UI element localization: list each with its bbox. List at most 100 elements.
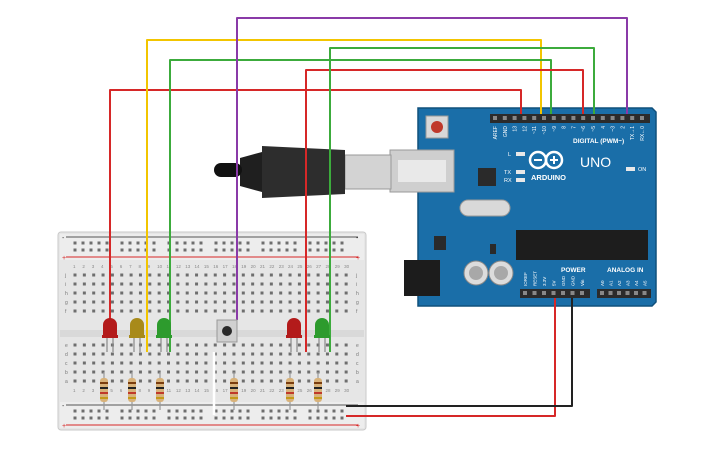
breadboard-hole[interactable] <box>195 352 199 356</box>
rail-hole[interactable] <box>81 409 85 413</box>
analog-pin[interactable] <box>634 291 638 295</box>
rail-hole[interactable] <box>261 409 265 413</box>
breadboard-hole[interactable] <box>129 370 133 374</box>
rail-hole[interactable] <box>293 241 297 245</box>
breadboard-hole[interactable] <box>92 370 96 374</box>
breadboard-hole[interactable] <box>92 300 96 304</box>
digital-pin[interactable] <box>571 116 576 120</box>
breadboard-hole[interactable] <box>269 361 273 365</box>
rail-hole[interactable] <box>316 409 320 413</box>
breadboard-hole[interactable] <box>279 352 283 356</box>
breadboard-hole[interactable] <box>335 361 339 365</box>
breadboard-hole[interactable] <box>232 352 236 356</box>
breadboard-hole[interactable] <box>223 361 227 365</box>
breadboard-hole[interactable] <box>269 343 273 347</box>
rail-hole[interactable] <box>238 241 242 245</box>
breadboard-hole[interactable] <box>223 291 227 295</box>
rail-hole[interactable] <box>89 409 93 413</box>
breadboard-hole[interactable] <box>195 282 199 286</box>
breadboard-hole[interactable] <box>82 273 86 277</box>
rail-hole[interactable] <box>175 409 179 413</box>
digital-pin[interactable] <box>551 116 556 120</box>
breadboard-hole[interactable] <box>325 370 329 374</box>
arduino-uno-board[interactable]: ARDUINO UNO DIGITAL (PWM~) POWER ANALOG … <box>389 107 657 307</box>
rail-hole[interactable] <box>81 241 85 245</box>
analog-header[interactable] <box>597 289 651 298</box>
rail-hole[interactable] <box>73 416 77 420</box>
wire-black-gnd[interactable] <box>346 298 573 407</box>
rail-hole[interactable] <box>89 241 93 245</box>
breadboard-hole[interactable] <box>251 379 255 383</box>
rail-hole[interactable] <box>175 241 179 245</box>
breadboard-hole[interactable] <box>92 361 96 365</box>
breadboard-hole[interactable] <box>335 273 339 277</box>
breadboard-hole[interactable] <box>279 370 283 374</box>
breadboard-hole[interactable] <box>204 291 208 295</box>
breadboard-hole[interactable] <box>232 343 236 347</box>
breadboard-hole[interactable] <box>297 309 301 313</box>
rail-hole[interactable] <box>191 248 195 252</box>
breadboard-hole[interactable] <box>213 300 217 304</box>
digital-pin[interactable] <box>532 116 537 120</box>
breadboard-hole[interactable] <box>129 352 133 356</box>
breadboard-hole[interactable] <box>176 273 180 277</box>
breadboard-hole[interactable] <box>195 291 199 295</box>
breadboard-hole[interactable] <box>185 282 189 286</box>
rail-hole[interactable] <box>269 409 273 413</box>
breadboard-hole[interactable] <box>129 309 133 313</box>
rail-hole[interactable] <box>285 248 289 252</box>
rail-hole[interactable] <box>191 241 195 245</box>
wire-yellow-pin11[interactable] <box>146 39 542 352</box>
breadboard-hole[interactable] <box>241 282 245 286</box>
breadboard-hole[interactable] <box>344 282 348 286</box>
wire-purple-pin2[interactable] <box>236 17 628 320</box>
breadboard-hole[interactable] <box>223 273 227 277</box>
breadboard-hole[interactable] <box>344 343 348 347</box>
breadboard-hole[interactable] <box>232 273 236 277</box>
resistor[interactable] <box>286 372 294 410</box>
rail-hole[interactable] <box>214 409 218 413</box>
rail-hole[interactable] <box>277 248 281 252</box>
breadboard-hole[interactable] <box>344 309 348 313</box>
breadboard-hole[interactable] <box>167 352 170 356</box>
breadboard-hole[interactable] <box>148 370 152 374</box>
breadboard-hole[interactable] <box>297 273 301 277</box>
breadboard-hole[interactable] <box>167 309 170 313</box>
breadboard-hole[interactable] <box>185 379 189 383</box>
breadboard-hole[interactable] <box>101 361 105 365</box>
rail-hole[interactable] <box>261 416 265 420</box>
breadboard-hole[interactable] <box>176 352 180 356</box>
rail-hole[interactable] <box>277 409 281 413</box>
breadboard-hole[interactable] <box>260 361 264 365</box>
breadboard-hole[interactable] <box>101 370 105 374</box>
breadboard-hole[interactable] <box>129 273 133 277</box>
rail-hole[interactable] <box>269 416 273 420</box>
rail-hole[interactable] <box>214 248 218 252</box>
breadboard-hole[interactable] <box>307 291 311 295</box>
breadboard-hole[interactable] <box>251 361 255 365</box>
pushbutton[interactable] <box>216 319 238 343</box>
breadboard-hole[interactable] <box>316 291 320 295</box>
breadboard-hole[interactable] <box>269 273 273 277</box>
breadboard-hole[interactable] <box>138 361 142 365</box>
breadboard-hole[interactable] <box>129 300 133 304</box>
breadboard-hole[interactable] <box>325 361 329 365</box>
breadboard-hole[interactable] <box>195 309 199 313</box>
breadboard-hole[interactable] <box>185 300 189 304</box>
rail-hole[interactable] <box>238 416 242 420</box>
breadboard-hole[interactable] <box>269 282 273 286</box>
breadboard-hole[interactable] <box>260 309 264 313</box>
breadboard-hole[interactable] <box>82 361 86 365</box>
breadboard-hole[interactable] <box>260 343 264 347</box>
power-pin[interactable] <box>580 291 584 295</box>
rail-hole[interactable] <box>261 241 265 245</box>
breadboard-hole[interactable] <box>241 300 245 304</box>
breadboard-hole[interactable] <box>344 352 348 356</box>
breadboard-hole[interactable] <box>204 352 208 356</box>
breadboard-hole[interactable] <box>138 291 142 295</box>
breadboard-hole[interactable] <box>335 370 339 374</box>
breadboard-hole[interactable] <box>251 352 255 356</box>
breadboard-hole[interactable] <box>223 370 227 374</box>
breadboard-hole[interactable] <box>288 273 292 277</box>
breadboard-hole[interactable] <box>335 282 339 286</box>
